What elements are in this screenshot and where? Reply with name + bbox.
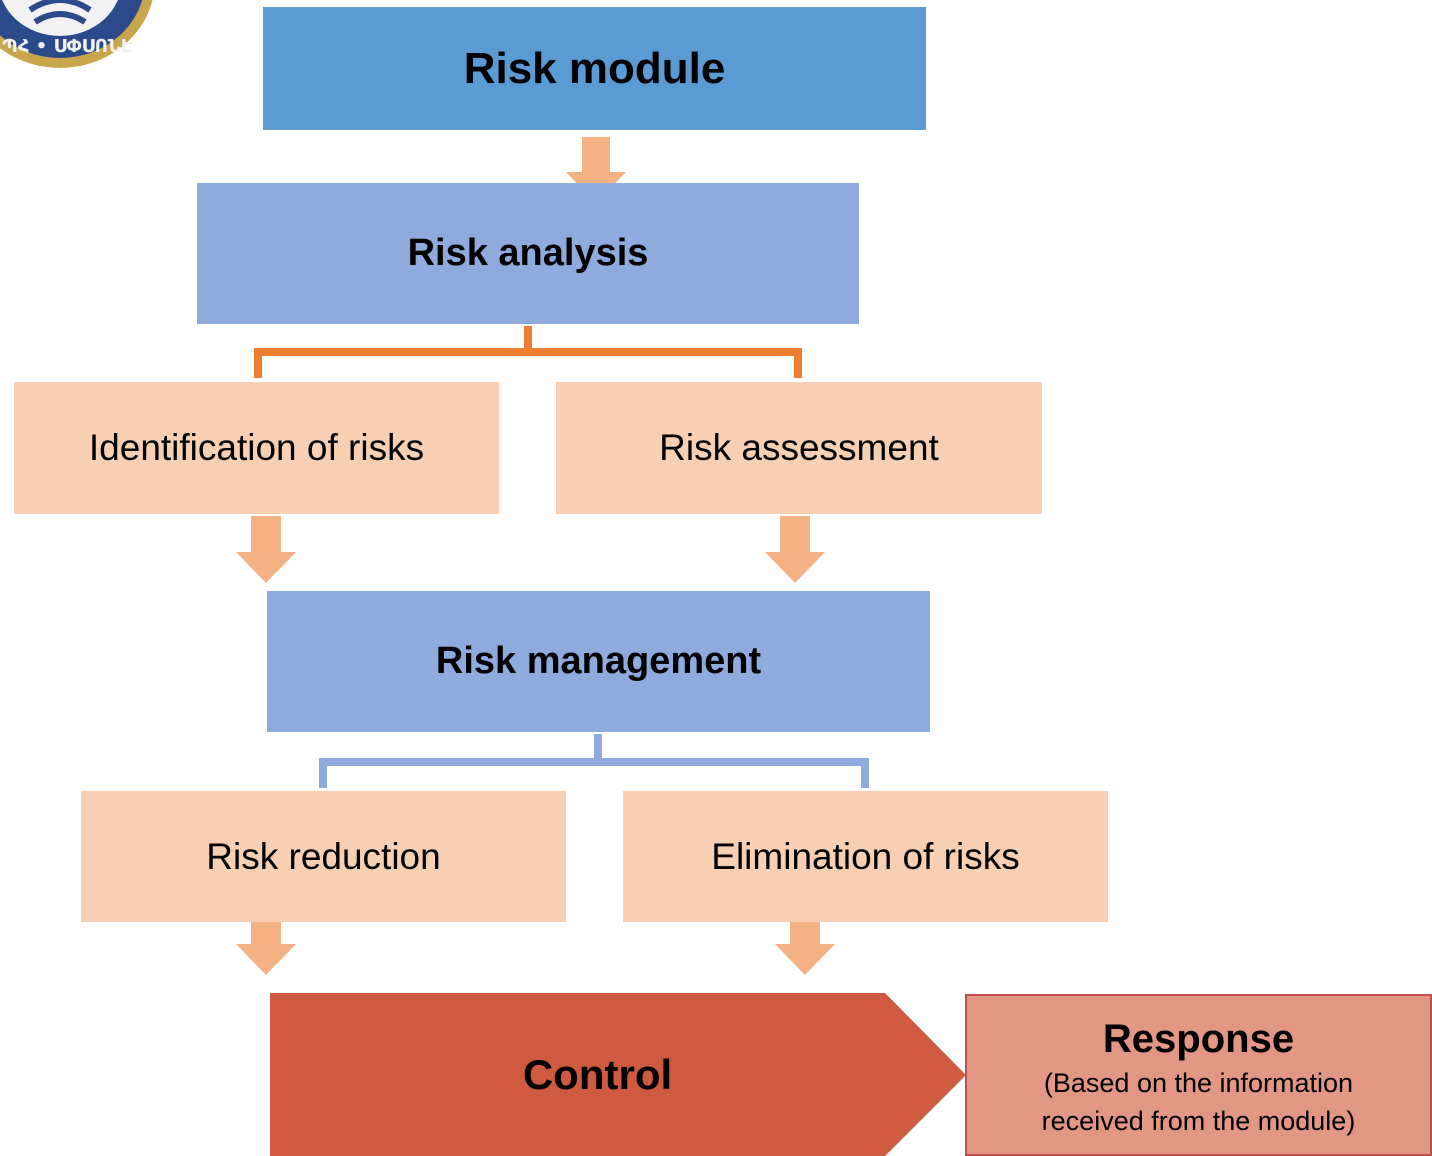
risk-analysis-box: Risk analysis: [197, 183, 859, 324]
down-arrow-5: [775, 908, 835, 975]
blue-bracket-connector: [319, 734, 869, 788]
assessment-label: Risk assessment: [659, 427, 939, 468]
risk-management-box: Risk management: [267, 591, 930, 732]
control-label: Control: [522, 1050, 673, 1098]
response-subtitle: (Based on the information received from …: [1042, 1064, 1356, 1140]
reduction-box: Risk reduction: [81, 791, 566, 922]
assessment-box: Risk assessment: [556, 382, 1042, 514]
university-seal-icon: ԱՊՀ • ՍՓՍՈՆԷ: [0, 0, 153, 68]
identification-label: Identification of risks: [88, 427, 425, 468]
orange-bracket-connector: [254, 326, 802, 378]
risk-module-box: Risk module: [263, 7, 926, 130]
down-arrow-2: [236, 516, 296, 583]
risk-analysis-label: Risk analysis: [407, 232, 649, 274]
response-line-2: received from the module): [1041, 1106, 1356, 1136]
elimination-box: Elimination of risks: [623, 791, 1108, 922]
elimination-label: Elimination of risks: [711, 835, 1020, 877]
response-box: Response (Based on the information recei…: [965, 994, 1432, 1156]
identification-box: Identification of risks: [14, 382, 499, 514]
control-shape: [270, 993, 966, 1156]
response-line-1: (Based on the information: [1043, 1068, 1354, 1098]
reduction-label: Risk reduction: [206, 835, 441, 877]
down-arrow-4: [236, 908, 296, 975]
risk-management-label: Risk management: [435, 640, 762, 682]
down-arrow-3: [765, 516, 825, 583]
risk-module-label: Risk module: [463, 43, 726, 93]
logo-text: ԱՊՀ • ՍՓՍՈՆԷ: [0, 36, 133, 57]
response-title: Response: [1102, 1017, 1295, 1061]
